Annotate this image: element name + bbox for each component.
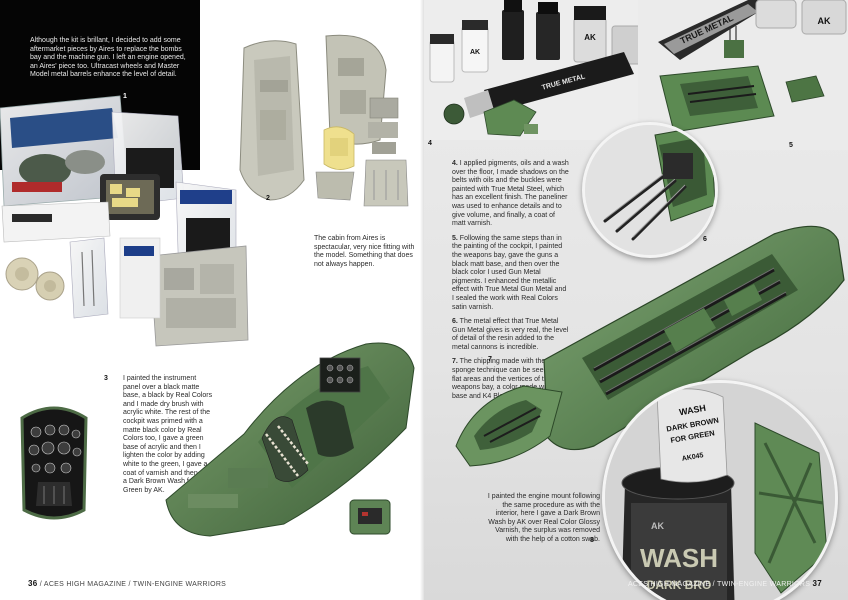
footer-right: ACES HIGH MAGAZINE / TWIN-ENGINE WARRIOR… xyxy=(628,579,822,588)
para-6-number: 6. xyxy=(452,318,458,326)
para-4: I applied pigments, oils and a wash over… xyxy=(452,160,569,228)
jar-label-line1: WASH xyxy=(678,403,706,418)
figure-number-3: 3 xyxy=(104,375,108,382)
jar-label-brand: AK xyxy=(651,521,664,531)
figure-number-2: 2 xyxy=(266,195,270,202)
footer-separator-left-1: / xyxy=(39,581,42,588)
inset-circle-wash-jar: WASH DARK BROWN FOR GREEN AK045 WASH DAR… xyxy=(602,380,838,600)
photo-painted-cockpit xyxy=(165,342,415,537)
footer-section-right: TWIN-ENGINE WARRIORS xyxy=(717,581,811,588)
right-text-column: 4. I applied pigments, oils and a wash o… xyxy=(452,160,570,407)
figure-number-8: 8 xyxy=(590,537,594,544)
photo-wash-jar-engine-mount: WASH DARK BROWN FOR GREEN AK045 WASH DAR… xyxy=(605,383,835,600)
para-5-number: 5. xyxy=(452,234,458,242)
caption-2: The cabin from Aires is spectacular, ver… xyxy=(314,235,415,268)
para-6: The metal effect that True Metal Gun Met… xyxy=(452,318,569,351)
para-5: Following the same steps than in the pai… xyxy=(452,234,567,311)
photo-instrument-panel xyxy=(20,406,88,520)
footer-magazine-left: ACES HIGH MAGAZINE xyxy=(43,581,127,588)
footer-left: 36 / ACES HIGH MAGAZINE / TWIN-ENGINE WA… xyxy=(28,579,226,588)
caption-3: I painted the instrument panel over a bl… xyxy=(123,375,215,494)
photo-resin-cabin-parts xyxy=(239,34,409,207)
figure-number-4: 4 xyxy=(428,140,432,147)
photo-gun-barrels xyxy=(585,125,715,255)
figure-number-1: 1 xyxy=(123,93,127,100)
photo-aftermarket-parts xyxy=(0,95,249,347)
svg-text:AK: AK xyxy=(818,16,831,26)
caption-8: I painted the engine mount following the… xyxy=(487,493,600,543)
footer-section-left: TWIN-ENGINE WARRIORS xyxy=(132,581,227,588)
footer-magazine-right: ACES HIGH MAGAZINE xyxy=(627,581,711,588)
footer-separator-left-2: / xyxy=(128,581,131,588)
inset-circle-guns xyxy=(582,122,718,258)
jar-label-code: AK045 xyxy=(681,452,704,463)
intro-text: Although the kit is brillant, I decided … xyxy=(30,37,186,79)
svg-text:AK: AK xyxy=(584,33,596,42)
para-7-number: 7. xyxy=(452,358,458,366)
footer-page-number-right: 37 xyxy=(812,579,822,588)
figure-number-6: 6 xyxy=(703,236,707,243)
left-page: Although the kit is brillant, I decided … xyxy=(0,0,415,588)
figure-number-7: 7 xyxy=(488,356,492,363)
photo-paints-and-tubes: AK AK TRUE METAL xyxy=(424,0,654,140)
figure-number-5: 5 xyxy=(789,142,793,149)
para-7: The chipping made with the sponge techni… xyxy=(452,358,567,400)
para-4-number: 4. xyxy=(452,160,458,167)
jar-label-big: WASH xyxy=(640,543,718,573)
jar-label-small: DARK BRO xyxy=(647,578,712,592)
footer-page-number-left: 36 xyxy=(28,579,38,588)
svg-text:AK: AK xyxy=(470,49,480,56)
right-page: AK AK TRUE METAL 4 T xyxy=(424,0,848,600)
footer-separator-right: / xyxy=(712,581,715,588)
